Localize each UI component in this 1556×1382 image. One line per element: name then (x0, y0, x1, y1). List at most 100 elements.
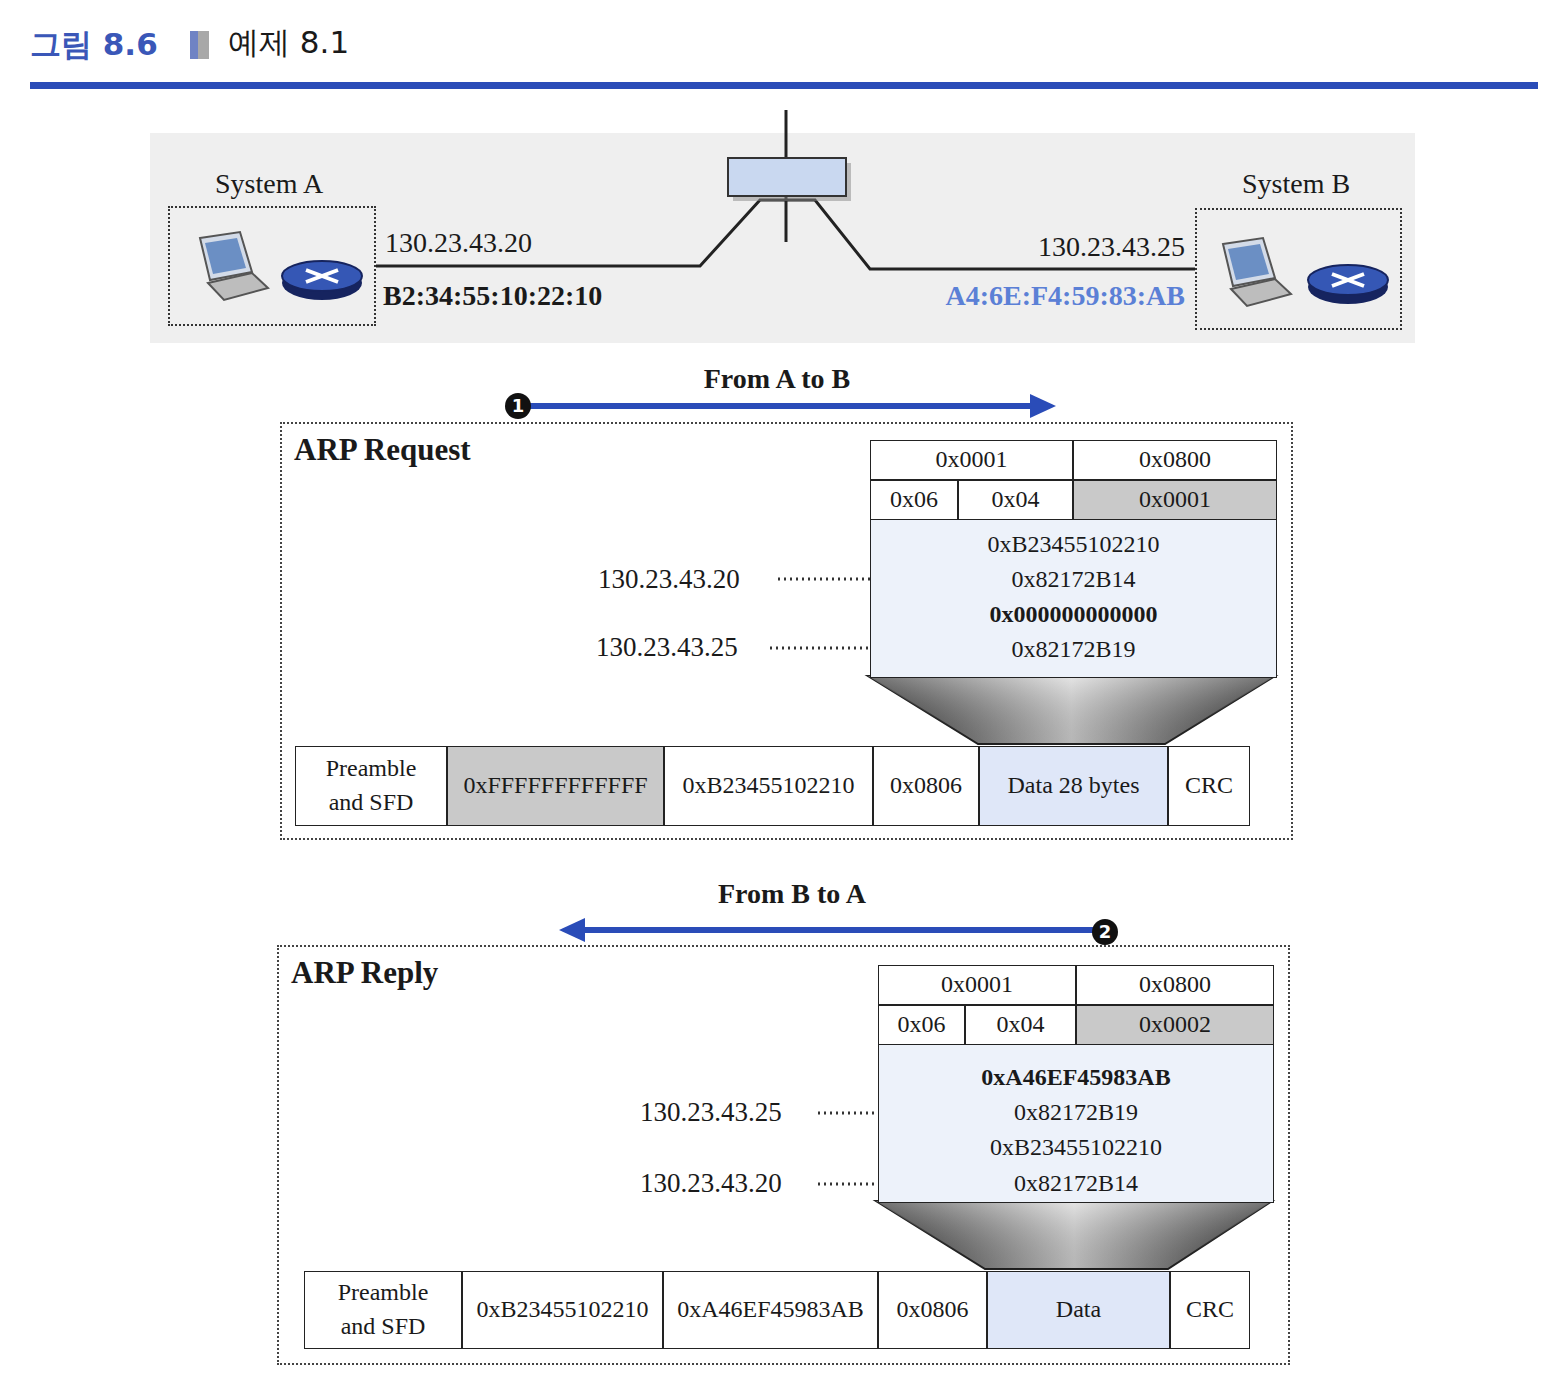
system-name: System B (1242, 168, 1350, 200)
field-cell: 0x0806 (878, 1271, 987, 1349)
system-box: System A (168, 206, 376, 326)
laptop-display (1228, 244, 1269, 280)
title-bar (190, 31, 198, 59)
address-field: 0x82172B14 (879, 1169, 1273, 1197)
field-value: 0x0001 (1139, 483, 1211, 517)
annotation-label: 130.23.43.20 (598, 563, 740, 595)
annotation-label: From B to A (718, 877, 866, 911)
address-field: 0x82172B14 (871, 565, 1276, 593)
callout-number: 2 (1099, 921, 1112, 943)
field-value: 0x0001 (941, 968, 1013, 1002)
router-top (282, 261, 362, 291)
field-cell: 0xB23455102210 (664, 746, 873, 826)
field-cell: 0x0002 (1076, 1005, 1274, 1045)
annotation-label: A4:6E:F4:59:83:AB (945, 279, 1185, 313)
laptop-screen (1223, 238, 1275, 286)
address-block: 0xA46EF45983AB 0x82172B19 0xB23455102210 0x… (878, 1045, 1274, 1203)
field-cell: 0x04 (965, 1005, 1076, 1045)
address-field: 0x82172B19 (879, 1098, 1273, 1126)
field-cell: CRC (1170, 1271, 1250, 1349)
annotation-label: 130.23.43.25 (1038, 230, 1185, 264)
annotation-label: 130.23.43.20 (385, 226, 532, 260)
switch-box (728, 158, 846, 196)
laptop-screen (200, 232, 252, 280)
system-box: System B (1195, 208, 1402, 330)
address-field: 0x000000000000 (871, 600, 1276, 628)
laptop-base (1231, 279, 1291, 306)
address-field: 0xA46EF45983AB (879, 1063, 1273, 1091)
direction-arrow (575, 927, 1105, 933)
field-value: 0x04 (997, 1008, 1045, 1042)
field-cell: 0x0806 (873, 746, 979, 826)
figure-title: 그림 8.6 (30, 24, 158, 66)
router-mark (1332, 274, 1364, 286)
router-mark (1332, 274, 1364, 286)
callout-circle (505, 393, 531, 419)
arp-packet-group: ARP Request0x00010x08000x060x040x00010xB… (280, 422, 1293, 840)
field-cell: Preamble and SFD (295, 746, 447, 826)
title-bar (198, 31, 209, 59)
address-field: 0xB23455102210 (879, 1133, 1273, 1161)
field-value: Data (1056, 1293, 1101, 1327)
laptop-base (208, 273, 268, 300)
field-value: 0xB23455102210 (476, 1293, 648, 1327)
field-value: 0xA46EF45983AB (677, 1293, 864, 1327)
arp-packet-group: ARP Reply0x00010x08000x060x040x00020xA46… (277, 945, 1290, 1365)
address-block: 0xB23455102210 0x82172B14 0x000000000000 0x… (870, 520, 1277, 678)
network-band (150, 133, 1415, 343)
field-cell: 0x04 (958, 480, 1073, 520)
field-cell: 0xFFFFFFFFFFFF (447, 746, 664, 826)
annotation-label: From A to B (704, 362, 850, 396)
field-cell: 0x0001 (878, 965, 1076, 1005)
field-value: Data 28 bytes (1008, 769, 1140, 803)
field-value: 0x06 (890, 483, 938, 517)
callout-number: 1 (512, 395, 525, 417)
field-cell: Preamble and SFD (304, 1271, 462, 1349)
address-field: 0xB23455102210 (871, 530, 1276, 558)
field-cell: 0x0800 (1073, 440, 1277, 480)
annotation-label: 130.23.43.25 (640, 1096, 782, 1128)
field-value: 0x06 (898, 1008, 946, 1042)
field-cell: 0xB23455102210 (462, 1271, 663, 1349)
callout-circle (1092, 919, 1118, 945)
annotation-label: B2:34:55:10:22:10 (383, 279, 602, 313)
encapsulation-funnel (868, 676, 1275, 744)
router-mark (306, 270, 338, 282)
field-value: 0xFFFFFFFFFFFF (463, 769, 647, 803)
direction-arrow-head (559, 918, 585, 942)
encapsulation-funnel (868, 676, 1275, 744)
field-cell: 0x06 (870, 480, 958, 520)
field-value: 0x0806 (897, 1293, 969, 1327)
field-value: Preamble and SFD (323, 1276, 443, 1343)
field-cell: 0x06 (878, 1005, 965, 1045)
field-cell: 0x0001 (1073, 480, 1277, 520)
router-mark (306, 270, 338, 282)
field-value: 0x0800 (1139, 968, 1211, 1002)
annotation-label: 예제 8.1 (228, 24, 349, 61)
field-cell: 0xA46EF45983AB (663, 1271, 878, 1349)
encapsulation-funnel (876, 1201, 1272, 1269)
field-value: 0x0002 (1139, 1008, 1211, 1042)
packet-heading: ARP Reply (291, 955, 438, 991)
router-icon (282, 261, 362, 300)
field-cell: 0x0800 (1076, 965, 1274, 1005)
system-name: System A (215, 168, 323, 200)
field-value: CRC (1186, 1293, 1234, 1327)
laptop-icon (1223, 238, 1291, 306)
field-value: 0x04 (992, 483, 1040, 517)
laptop-icon (200, 232, 268, 300)
field-cell: CRC (1168, 746, 1250, 826)
laptop-display (205, 238, 246, 274)
router-icon (1308, 265, 1388, 304)
field-value: CRC (1185, 769, 1233, 803)
packet-heading: ARP Request (294, 432, 471, 468)
direction-arrow (518, 403, 1040, 409)
field-cell: Data 28 bytes (979, 746, 1168, 826)
router-top (1308, 265, 1388, 295)
title-rule (30, 82, 1538, 89)
field-value: 0xB23455102210 (682, 769, 854, 803)
field-value: Preamble and SFD (311, 752, 431, 819)
field-cell: Data (987, 1271, 1170, 1349)
address-field: 0x82172B19 (871, 635, 1276, 663)
